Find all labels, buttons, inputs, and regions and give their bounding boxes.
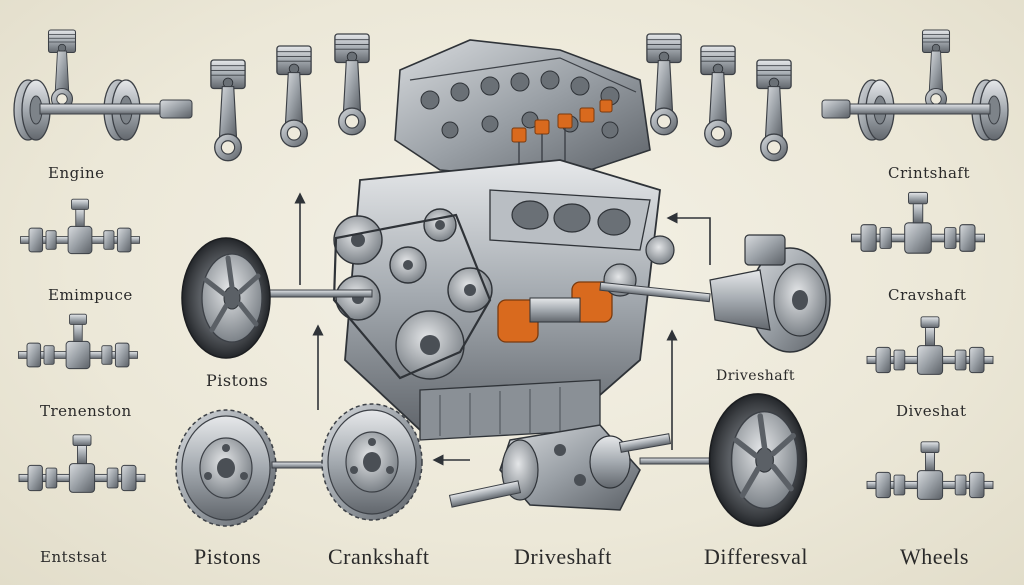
- piston-icon: [756, 59, 792, 162]
- label-cravshaft: Cravshaft: [888, 286, 967, 304]
- label-engine: Engine: [48, 164, 105, 182]
- axle-icon: [850, 191, 986, 254]
- label-diveshat: Diveshat: [896, 402, 967, 420]
- axle-icon: [866, 441, 994, 500]
- label-differesval-bottom: Differesval: [704, 544, 809, 569]
- piston-icon: [921, 29, 951, 111]
- tire-icon: [182, 238, 270, 358]
- axle-icon: [18, 434, 146, 493]
- flywheel-icon: [821, 79, 1009, 141]
- piston-icon: [47, 29, 77, 111]
- label-driveshaft-bottom: Driveshaft: [514, 544, 612, 569]
- flywheel-icon: [13, 79, 193, 141]
- arrow-icon: [294, 192, 711, 466]
- tire-icon: [710, 394, 807, 526]
- label-driveshaft-center: Drіveshaft: [716, 368, 795, 384]
- transmission-icon: [709, 234, 831, 353]
- piston-icon: [210, 59, 246, 162]
- label-wheels: Wheels: [900, 544, 969, 569]
- gear-wheel-icon: [321, 403, 423, 521]
- label-emimpuce: Emimpuce: [48, 286, 133, 304]
- gear-wheel-icon: [175, 409, 277, 527]
- piston-icon: [700, 45, 736, 148]
- piston-icon: [276, 45, 312, 148]
- piston-icon: [334, 33, 370, 136]
- label-pistons-bottom: Pistons: [194, 544, 262, 569]
- axle-icon: [20, 198, 140, 255]
- axle-icon: [866, 316, 994, 375]
- label-trenenston: Trenenston: [40, 402, 132, 420]
- label-crintshaft: Crintshaft: [888, 164, 971, 182]
- label-crankshaft-bottom: Crankshaft: [328, 544, 430, 569]
- piston-icon: [646, 33, 682, 136]
- label-pistons-center: Pistons: [206, 371, 269, 390]
- label-entstsat: Entstsat: [40, 548, 108, 566]
- axle-icon: [18, 313, 138, 370]
- transmission-icon: [448, 424, 672, 511]
- engine-block-icon: [332, 39, 675, 441]
